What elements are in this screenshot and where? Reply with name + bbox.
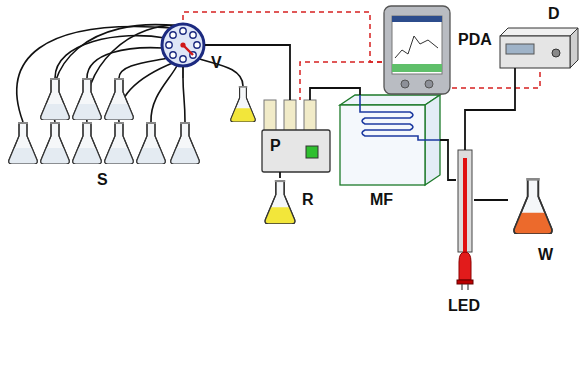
component-label: MF	[370, 190, 393, 209]
reagent-flask	[265, 180, 295, 224]
peristaltic-pump	[262, 100, 330, 172]
selection-valve	[162, 24, 204, 66]
standard-solutions: S	[5, 78, 205, 166]
sample-tubes	[17, 25, 243, 122]
tube-connector	[474, 199, 508, 201]
pump: P	[262, 100, 330, 172]
detector-box	[500, 28, 578, 68]
led-flow-cell: LED	[456, 150, 474, 290]
pda-device	[384, 6, 450, 94]
component-label: R	[302, 190, 314, 209]
signal-line	[300, 62, 382, 100]
tube-connector	[205, 45, 290, 100]
pda-controller: PDA	[382, 4, 452, 96]
tube-connector	[182, 67, 184, 78]
component-label: W	[538, 245, 553, 264]
standard-flasks	[9, 78, 199, 164]
tube-connector	[279, 172, 281, 178]
selection-valve: V	[161, 23, 205, 67]
signal-line	[452, 68, 540, 88]
tube-connector	[440, 140, 456, 180]
manifold-box	[340, 95, 440, 185]
component-label: PDA	[458, 30, 492, 49]
flow-cell-led	[457, 150, 473, 290]
component-label: V	[211, 53, 222, 72]
reagent: R	[262, 178, 298, 226]
mixing-manifold: MF	[340, 95, 440, 185]
component-label: D	[548, 4, 560, 23]
component-label: LED	[448, 296, 480, 315]
waste: W	[508, 175, 558, 235]
component-label: P	[270, 136, 281, 155]
tube-connector	[310, 88, 360, 100]
reagent-flask	[231, 86, 255, 122]
waste-flask	[514, 178, 552, 234]
component-label: S	[97, 170, 108, 189]
detector: D	[500, 28, 578, 68]
tube-connector	[465, 68, 515, 150]
